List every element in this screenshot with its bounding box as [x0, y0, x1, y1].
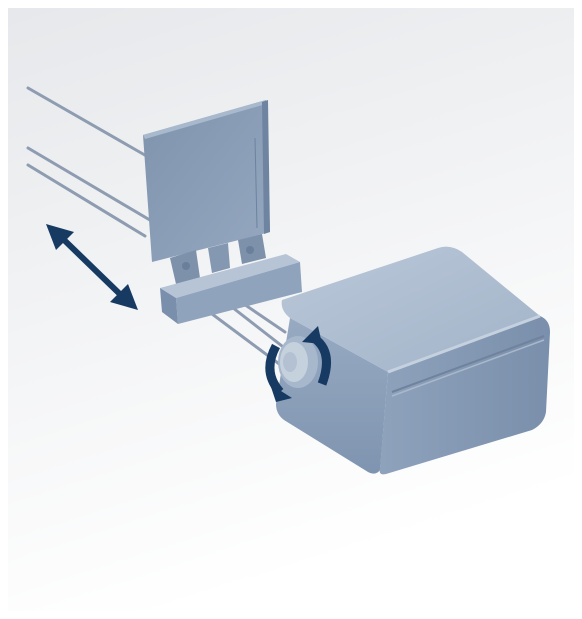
- rotary-knob: [278, 336, 318, 388]
